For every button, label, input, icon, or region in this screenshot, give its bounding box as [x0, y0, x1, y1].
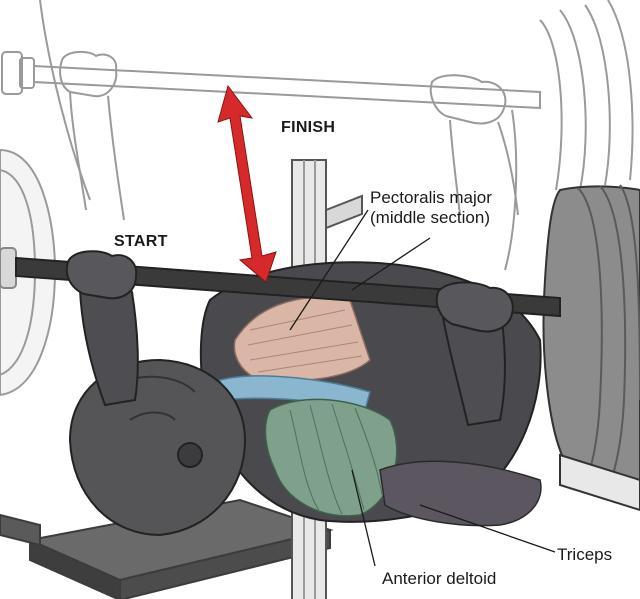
deltoid-fibers: [289, 403, 383, 515]
finish-position-outline: [1, 0, 634, 271]
range-of-motion-arrow: [217, 84, 277, 283]
pectoralis-major-label-line2: (middle section): [370, 208, 490, 228]
pectoralis-major-label-line1: Pectoralis major: [370, 188, 492, 207]
pectoralis-major-label: Pectoralis major (middle section): [370, 188, 492, 229]
pectoralis-fibers: [247, 309, 363, 373]
triceps: [379, 460, 542, 527]
finish-label: FINISH: [281, 119, 336, 136]
anterior-deltoid: [264, 398, 398, 517]
bench: [0, 498, 334, 599]
anterior-deltoid-label: Anterior deltoid: [382, 569, 497, 588]
triceps-label: Triceps: [557, 545, 613, 564]
barbell: [0, 247, 561, 318]
right-weight-plates: [542, 184, 640, 512]
start-label: START: [114, 233, 168, 250]
lifter-hands: [65, 250, 514, 333]
leader-lines: [289, 209, 556, 567]
